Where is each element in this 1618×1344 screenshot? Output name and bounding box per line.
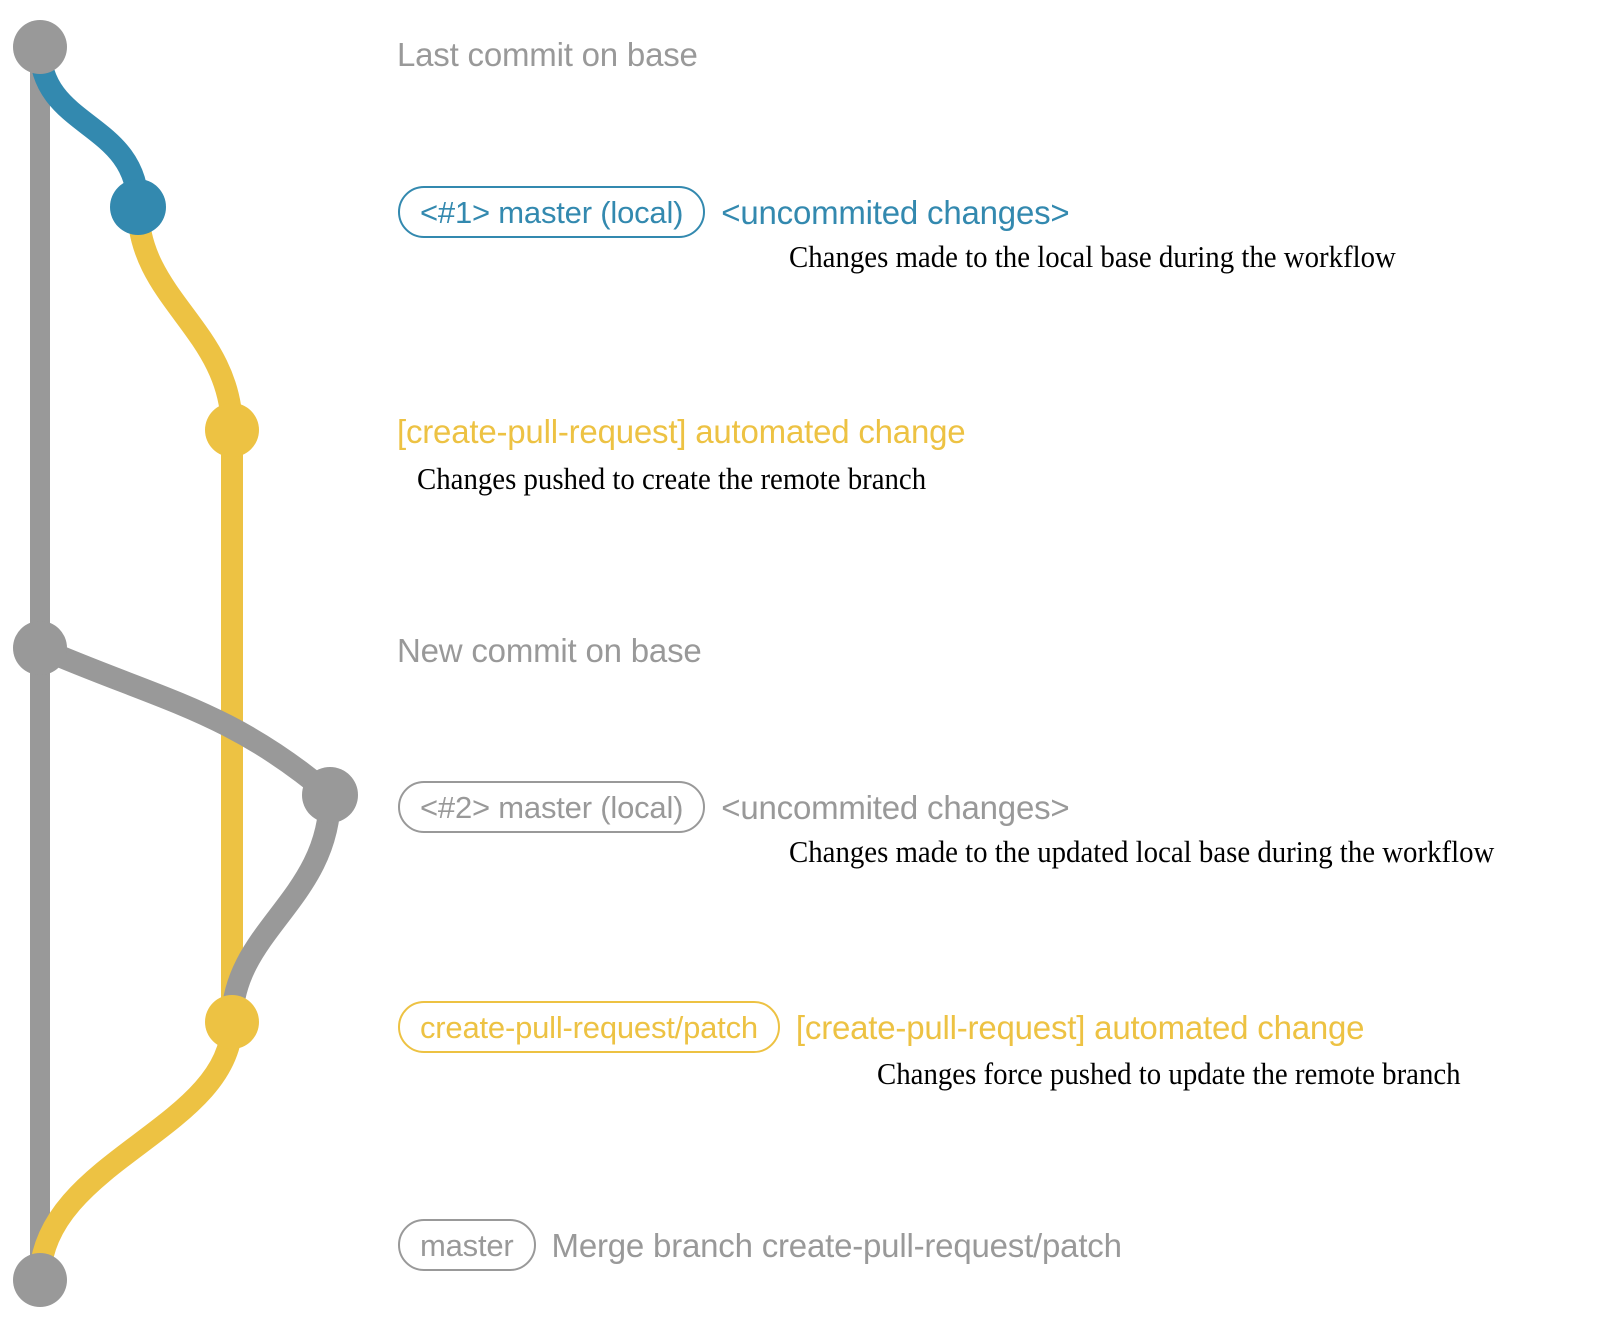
- description-master-local-1: Changes made to the local base during th…: [789, 239, 1396, 274]
- row-master-local-1: <#1> master (local) <uncommited changes>: [398, 186, 1070, 238]
- edge-local1-to-remote1: [127, 196, 243, 441]
- ref-pill-master-local-2[interactable]: <#2> master (local): [398, 781, 706, 833]
- edge-base2-to-local2: [29, 637, 341, 806]
- commit-node-master-local-2[interactable]: [302, 767, 358, 823]
- description-automated-change-2: Changes force pushed to update the remot…: [877, 1056, 1461, 1091]
- label-last-commit-on-base: Last commit on base: [397, 36, 698, 73]
- graph-nodes: [13, 20, 358, 1307]
- edge-remote2-to-merge: [29, 1011, 243, 1291]
- commit-node-automated-change-1[interactable]: [205, 403, 259, 457]
- ref-pill-master[interactable]: master: [398, 1219, 536, 1271]
- row-master-local-2: <#2> master (local) <uncommited changes>: [398, 781, 1070, 833]
- commit-node-last-commit-on-base[interactable]: [13, 20, 67, 74]
- edge-base-to-local1: [29, 36, 149, 218]
- ref-pill-create-pull-request-patch[interactable]: create-pull-request/patch: [398, 1001, 780, 1053]
- commit-message-master-local-1: <uncommited changes>: [721, 193, 1070, 231]
- row-automated-change-2: create-pull-request/patch [create-pull-r…: [398, 1001, 1365, 1053]
- commit-message-merge-commit: Merge branch create-pull-request/patch: [551, 1226, 1122, 1264]
- row-merge-commit: master Merge branch create-pull-request/…: [398, 1219, 1122, 1271]
- label-new-commit-on-base: New commit on base: [397, 632, 702, 669]
- edge-local2-to-remote2: [221, 784, 341, 1033]
- commit-message-master-local-2: <uncommited changes>: [721, 788, 1070, 826]
- commit-node-master-local-1[interactable]: [110, 179, 166, 235]
- commit-node-new-commit-on-base[interactable]: [13, 621, 67, 675]
- description-master-local-2: Changes made to the updated local base d…: [789, 834, 1495, 869]
- ref-pill-master-local-1[interactable]: <#1> master (local): [398, 186, 706, 238]
- description-automated-change-1: Changes pushed to create the remote bran…: [417, 461, 927, 496]
- label-automated-change-1: [create-pull-request] automated change: [397, 413, 966, 450]
- commit-message-automated-change-2: [create-pull-request] automated change: [795, 1008, 1365, 1046]
- commit-node-automated-change-2[interactable]: [205, 995, 259, 1049]
- commit-node-merge-commit[interactable]: [13, 1253, 67, 1307]
